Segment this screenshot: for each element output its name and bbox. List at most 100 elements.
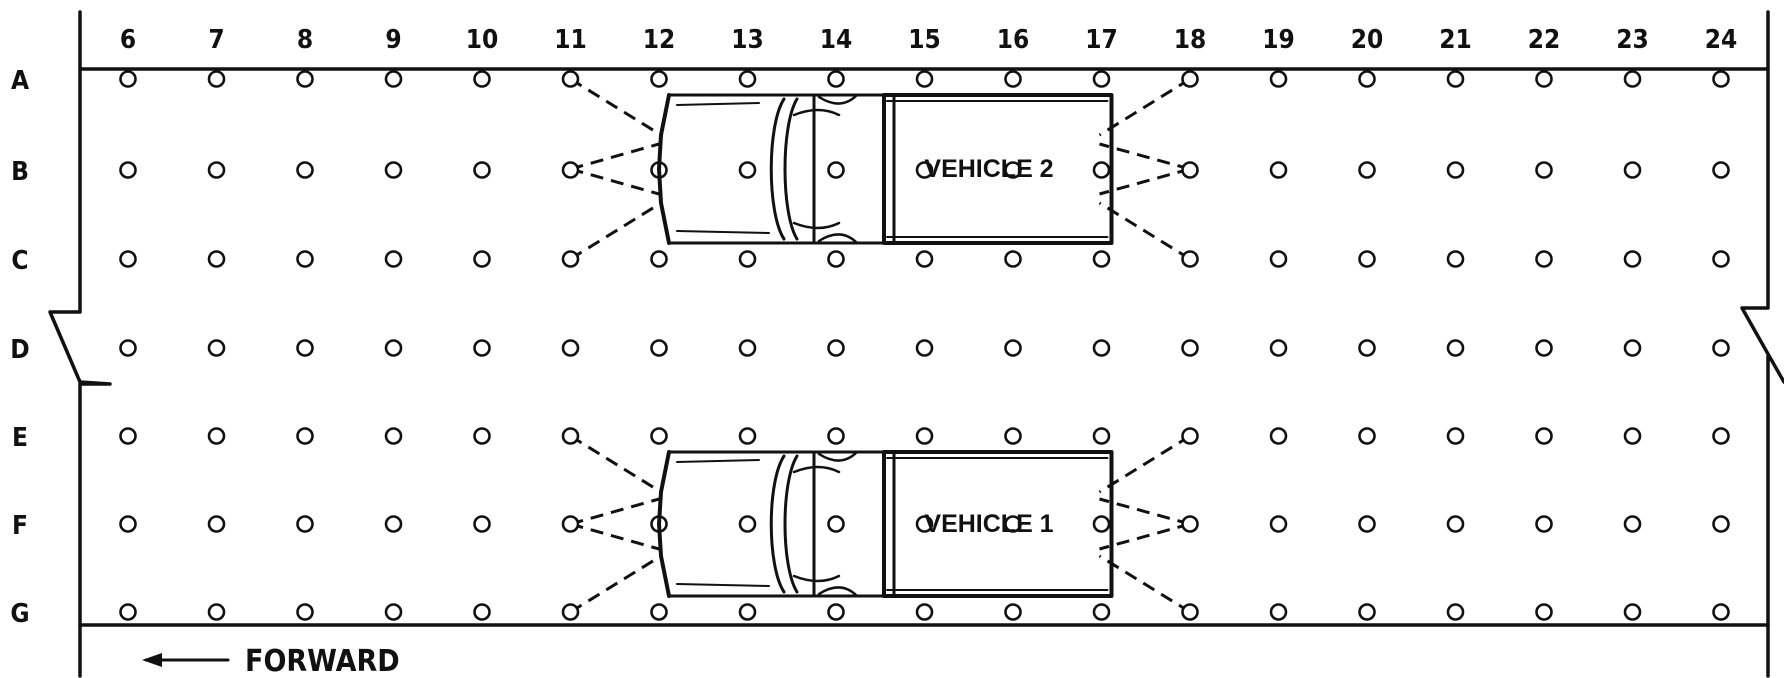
right-break-edge: [1740, 10, 1784, 678]
tiedown-lines: [569, 77, 1191, 614]
tiedown-point: [1181, 603, 1199, 621]
left-break-edge: [48, 10, 112, 678]
tiedown-point: [1269, 427, 1288, 445]
deck-outline: [48, 10, 1784, 678]
cab-outline: [667, 450, 896, 598]
tiedown-point: [473, 250, 491, 268]
tiedown-point: [561, 427, 580, 445]
tiedown-point: [650, 603, 668, 621]
tiedown-point: [1181, 70, 1199, 88]
windshield: [769, 454, 799, 594]
row-label: C: [11, 246, 28, 276]
tiedown-point: [207, 339, 226, 357]
tiedown-point: [1712, 250, 1730, 268]
tiedown-point: [296, 603, 314, 621]
cab-outline: [667, 93, 896, 245]
tiedown-point: [1623, 427, 1642, 445]
tiedown-point: [1269, 515, 1288, 533]
tiedown-point: [384, 70, 403, 88]
tiedown-point: [1092, 70, 1111, 88]
tiedown-point: [915, 339, 934, 357]
tiedown-chain: [1098, 201, 1191, 261]
column-label: 15: [908, 25, 941, 55]
tiedown-point: [1712, 339, 1730, 357]
tiedown-point: [1358, 427, 1376, 445]
tiedown-point: [1623, 339, 1642, 357]
tiedown-point: [738, 250, 757, 268]
tiedown-point: [915, 427, 934, 445]
tiedown-point: [915, 161, 934, 179]
tiedown-point: [561, 70, 580, 88]
column-label: 6: [120, 25, 136, 55]
tiedown-chain: [1099, 142, 1191, 171]
front-bumper: [657, 93, 671, 245]
tiedown-point: [915, 515, 934, 533]
cargo-bed: [882, 93, 1114, 245]
tiedown-point: [827, 603, 845, 621]
tiedown-point: [1535, 603, 1553, 621]
tiedown-point: [1092, 603, 1111, 621]
tiedown-point: [1181, 339, 1199, 357]
tiedown-point: [1269, 339, 1288, 357]
cab-side-line: [676, 102, 760, 106]
tiedown-point: [561, 250, 580, 268]
tiedown-point: [473, 515, 491, 533]
tiedown-point: [827, 250, 845, 268]
tiedown-point: [1446, 427, 1465, 445]
vehicles: VEHICLE 2 VEHICLE 1: [657, 93, 1114, 598]
tiedown-point: [1446, 603, 1465, 621]
tiedown-point: [1712, 161, 1730, 179]
tiedown-chain: [569, 434, 662, 494]
tiedown-point: [119, 427, 137, 445]
tiedown-point: [561, 161, 580, 179]
tiedown-chain: [1098, 77, 1191, 137]
tiedown-point: [1092, 339, 1111, 357]
tiedown-point: [119, 250, 137, 268]
tiedown-chain: [1099, 497, 1191, 526]
tiedown-point: [296, 250, 314, 268]
tiedown-chain: [1099, 167, 1191, 196]
cab-side-line: [676, 459, 760, 463]
tiedown-point: [650, 250, 668, 268]
forward-indicator: FORWARD: [142, 644, 400, 678]
tiedown-point: [1535, 427, 1553, 445]
tiedown-point: [1004, 427, 1022, 445]
tiedown-point: [1004, 603, 1022, 621]
tiedown-point: [1092, 427, 1111, 445]
tiedown-point: [738, 603, 757, 621]
tiedown-point: [1181, 161, 1199, 179]
tiedown-point: [207, 250, 226, 268]
tiedown-point: [827, 70, 845, 88]
tiedown-point: [119, 161, 137, 179]
column-label: 8: [297, 25, 313, 55]
tiedown-chain: [569, 554, 662, 614]
vehicle-label: VEHICLE 2: [924, 155, 1053, 183]
tiedown-point: [384, 339, 403, 357]
column-label: 22: [1528, 25, 1561, 55]
tiedown-chain: [1099, 522, 1191, 551]
tiedown-point: [296, 427, 314, 445]
tiedown-point: [1181, 427, 1199, 445]
row-label: F: [12, 511, 28, 541]
column-label: 18: [1174, 25, 1207, 55]
tiedown-point: [1358, 339, 1376, 357]
column-label: 17: [1085, 25, 1118, 55]
tiedown-point: [915, 603, 934, 621]
tiedown-point: [650, 339, 668, 357]
vehicle-1: VEHICLE 1: [657, 450, 1114, 598]
tiedown-point: [1446, 515, 1465, 533]
tiedown-chain: [570, 522, 660, 551]
forward-arrow-icon: [142, 653, 162, 667]
tiedown-point: [1535, 161, 1553, 179]
tiedown-point: [1446, 250, 1465, 268]
tiedown-point: [1181, 250, 1199, 268]
tiedown-point: [1004, 250, 1022, 268]
tiedown-point: [1269, 70, 1288, 88]
tiedown-point: [119, 339, 137, 357]
tiedown-point: [561, 339, 580, 357]
cargo-bed: [882, 450, 1114, 598]
front-bumper: [657, 450, 671, 598]
tiedown-point: [1712, 427, 1730, 445]
